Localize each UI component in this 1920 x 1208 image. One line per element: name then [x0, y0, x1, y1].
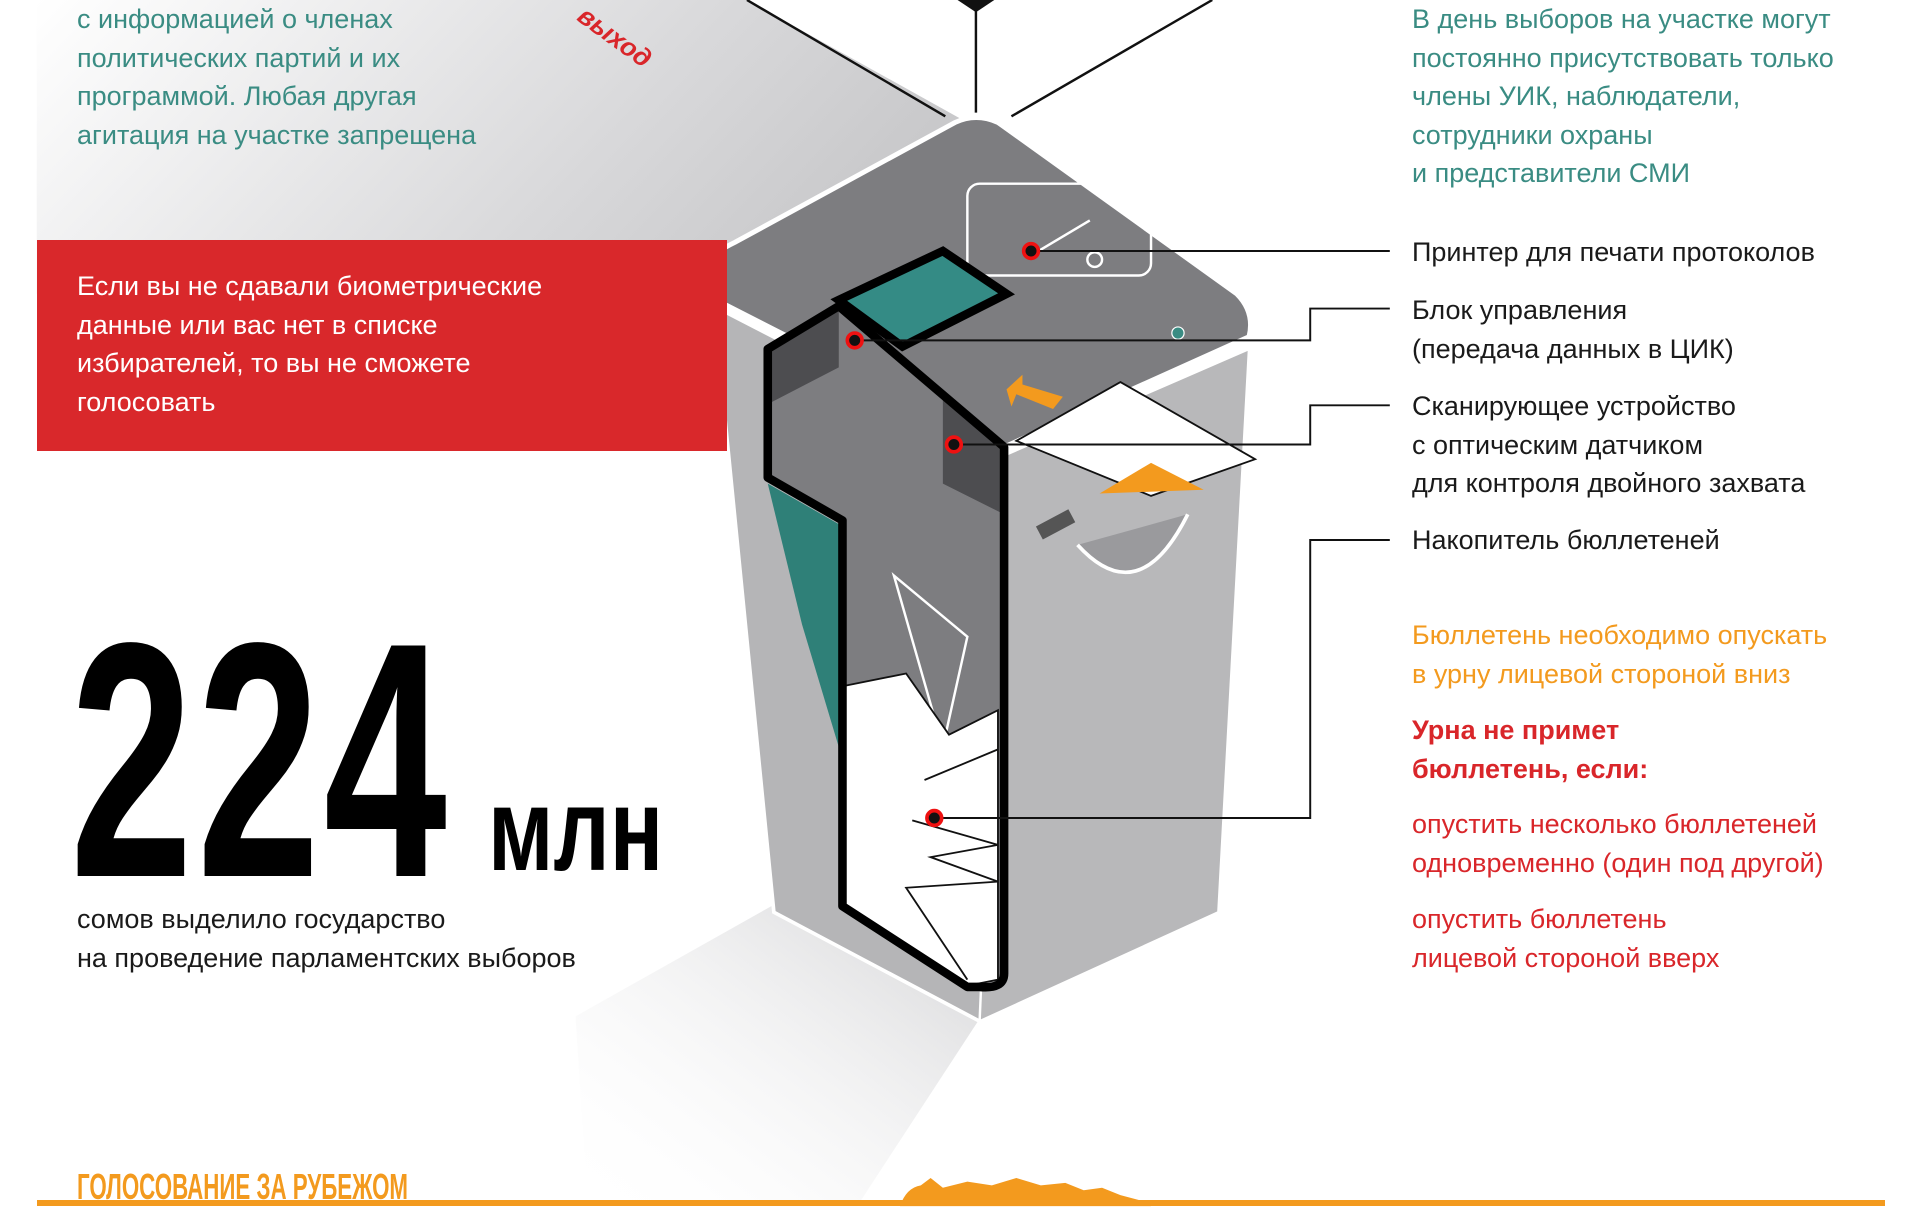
top-right-note: В день выборов на участке могут постоянн… [1412, 0, 1834, 193]
floor-shadow [575, 906, 980, 1207]
callout-dot-control [845, 331, 864, 350]
reason-line: лицевой стороной вверх [1412, 942, 1720, 973]
instruction-text: Бюллетень необходимо опускать в урну лиц… [1412, 616, 1827, 693]
ballot-sheet [1014, 380, 1258, 497]
top-left-note: с информацией о членах политических парт… [77, 0, 476, 154]
note-line: В день выборов на участке могут [1412, 4, 1831, 34]
diamond-marker-icon [957, 0, 995, 13]
warning-text: Если вы не сдавали биометрические данные… [77, 267, 542, 421]
budget-unit: млн [488, 764, 664, 896]
callout-line: для контроля двойного захвата [1412, 468, 1806, 498]
heading-line: Урна не примет [1412, 715, 1620, 745]
world-map-icon [900, 1177, 1152, 1207]
budget-value: 224 [70, 573, 451, 947]
callout-line: Накопитель бюллетеней [1412, 525, 1720, 555]
control-screen [830, 246, 1015, 352]
section-divider [37, 1200, 1885, 1206]
warning-line: голосовать [77, 386, 216, 417]
note-line: и представители СМИ [1412, 158, 1691, 188]
note-line: агитация на участке запрещена [77, 119, 477, 150]
callout-line: Принтер для печати протоколов [1412, 237, 1815, 267]
instruction-line: в урну лицевой стороной вниз [1412, 658, 1791, 689]
callout-dots [845, 241, 1041, 828]
callout-printer: Принтер для печати протоколов [1412, 233, 1815, 272]
note-line: с информацией о членах [77, 4, 393, 34]
note-line: сотрудники охраны [1412, 119, 1653, 150]
callout-line: Блок управления [1412, 295, 1628, 325]
callout-line: Сканирующее устройство [1412, 391, 1736, 421]
callout-scanner: Сканирующее устройство с оптическим датч… [1412, 387, 1805, 503]
note-line: члены УИК, наблюдатели, [1412, 81, 1741, 111]
note-line: политических партий и их [77, 42, 401, 73]
rejection-heading: Урна не примет бюллетень, если: [1412, 711, 1648, 788]
ballot-orange-mark [1099, 462, 1204, 494]
warning-line: данные или вас нет в списке [77, 309, 438, 340]
callout-dot-printer [1021, 241, 1041, 261]
callout-control-unit: Блок управления (передача данных в ЦИК) [1412, 291, 1734, 368]
callout-dot-scanner [944, 435, 964, 454]
caption-line: на проведение парламентских выборов [77, 942, 576, 973]
callout-ballot-storage: Накопитель бюллетеней [1412, 521, 1720, 560]
callout-line: (передача данных в ЦИК) [1412, 333, 1734, 364]
caption-line: сомов выделило государство [77, 904, 446, 934]
cutaway-outline [763, 301, 1009, 992]
rejection-reason-1: опустить несколько бюллетеней одновремен… [1412, 805, 1824, 882]
background-shade [36, 0, 968, 294]
heading-line: бюллетень, если: [1412, 753, 1649, 784]
callout-line: с оптическим датчиком [1412, 429, 1704, 460]
note-line: программой. Любая другая [77, 81, 417, 111]
callout-dot-storage [925, 808, 944, 828]
warning-band [37, 240, 727, 451]
warning-line: избирателей, то вы не сможете [77, 348, 471, 378]
insert-arrow-icon [1006, 374, 1063, 409]
rejection-reason-2: опустить бюллетень лицевой стороной ввер… [1412, 900, 1719, 977]
reason-line: опустить несколько бюллетеней [1412, 809, 1817, 839]
instruction-line: Бюллетень необходимо опускать [1412, 620, 1828, 650]
teal-stripe [767, 483, 839, 747]
warning-line: Если вы не сдавали биометрические [77, 271, 543, 301]
budget-caption: сомов выделило государство на проведение… [77, 900, 576, 977]
reason-line: опустить бюллетень [1412, 904, 1667, 934]
reason-line: одновременно (один под другой) [1412, 847, 1824, 878]
note-line: постоянно присутствовать только [1412, 42, 1834, 73]
